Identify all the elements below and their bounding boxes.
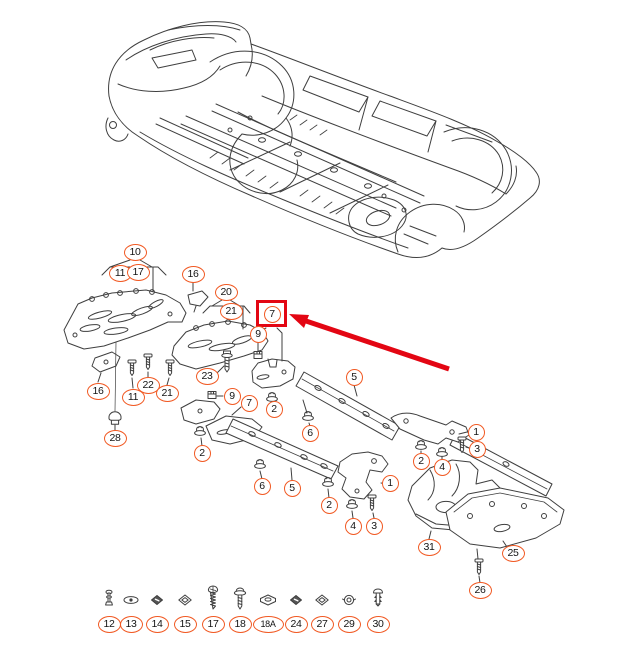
callout-23[interactable]: 23 bbox=[195, 367, 219, 385]
callout-14[interactable]: 14 bbox=[145, 615, 169, 633]
callout-9[interactable]: 9 bbox=[223, 387, 241, 405]
callout-7[interactable]: 7 bbox=[240, 394, 258, 412]
callout-22[interactable]: 22 bbox=[136, 376, 160, 394]
push-pin-rivet-icon bbox=[105, 589, 113, 606]
callout-13[interactable]: 13 bbox=[119, 615, 143, 633]
callout-18[interactable]: 18 bbox=[228, 615, 252, 633]
speed-nut-icon bbox=[260, 594, 276, 606]
callout-9[interactable]: 9 bbox=[249, 325, 267, 343]
callout-7[interactable]: 7 bbox=[263, 305, 281, 323]
expanding-rivet-icon bbox=[373, 588, 383, 607]
callout-31[interactable]: 31 bbox=[417, 538, 441, 556]
part-sill-rail-lower bbox=[225, 418, 339, 480]
clip-icon bbox=[207, 391, 217, 399]
callout-21[interactable]: 21 bbox=[219, 302, 243, 320]
part-bracket-lower bbox=[337, 451, 389, 500]
callout-5[interactable]: 5 bbox=[345, 368, 363, 386]
part-bracket-right bbox=[390, 412, 470, 445]
part-bracket-16 bbox=[187, 290, 209, 313]
part-underbody-trim-7 bbox=[251, 358, 296, 389]
grommet-clip-icon bbox=[342, 594, 356, 606]
coarse-screw-icon bbox=[207, 585, 219, 610]
callout-2[interactable]: 2 bbox=[320, 496, 338, 514]
callout-1[interactable]: 1 bbox=[381, 474, 399, 492]
nut-icon bbox=[346, 499, 358, 509]
car-underbody-wireframe bbox=[105, 21, 540, 258]
callout-25[interactable]: 25 bbox=[501, 544, 525, 562]
callout-5[interactable]: 5 bbox=[283, 479, 301, 497]
callout-16[interactable]: 16 bbox=[181, 265, 205, 283]
callout-26[interactable]: 26 bbox=[468, 581, 492, 599]
callout-17[interactable]: 17 bbox=[201, 615, 225, 633]
screw-icon bbox=[165, 359, 175, 376]
callout-6[interactable]: 6 bbox=[253, 477, 271, 495]
callout-3[interactable]: 3 bbox=[365, 517, 383, 535]
part-underbody-plate-a bbox=[180, 399, 221, 425]
washer-screw-icon bbox=[233, 587, 247, 610]
screw-icon bbox=[367, 494, 377, 511]
nut-icon bbox=[415, 440, 427, 450]
callout-11[interactable]: 11 bbox=[121, 388, 145, 406]
screw-icon bbox=[474, 558, 484, 575]
callout-4[interactable]: 4 bbox=[344, 517, 362, 535]
nut-icon bbox=[194, 426, 206, 436]
clip-dark-icon bbox=[289, 594, 303, 606]
nut-icon bbox=[322, 477, 334, 487]
grommet-cap-icon bbox=[108, 411, 122, 425]
callout-18A[interactable]: 18A bbox=[252, 615, 284, 633]
callout-29[interactable]: 29 bbox=[337, 615, 361, 633]
screw-icon bbox=[127, 359, 137, 376]
highlight-box bbox=[256, 300, 287, 327]
callout-17[interactable]: 17 bbox=[126, 263, 150, 281]
callout-30[interactable]: 30 bbox=[366, 615, 390, 633]
callout-3[interactable]: 3 bbox=[468, 440, 486, 458]
callout-2[interactable]: 2 bbox=[412, 452, 430, 470]
clip-dark-icon bbox=[150, 594, 164, 606]
callout-15[interactable]: 15 bbox=[173, 615, 197, 633]
callout-28[interactable]: 28 bbox=[103, 429, 127, 447]
callout-24[interactable]: 24 bbox=[284, 615, 308, 633]
callout-20[interactable]: 20 bbox=[214, 283, 238, 301]
callout-12[interactable]: 12 bbox=[97, 615, 121, 633]
callout-1[interactable]: 1 bbox=[467, 423, 485, 441]
part-sill-rail-upper bbox=[295, 371, 401, 441]
nut-icon bbox=[266, 392, 278, 402]
callout-4[interactable]: 4 bbox=[433, 458, 451, 476]
flat-washer-icon bbox=[123, 596, 139, 604]
legend-fastener-icons bbox=[105, 585, 383, 610]
callout-16[interactable]: 16 bbox=[86, 382, 110, 400]
part-skid-plate bbox=[445, 487, 565, 549]
callout-27[interactable]: 27 bbox=[310, 615, 334, 633]
part-noise-insulation-left bbox=[63, 288, 187, 350]
callout-2[interactable]: 2 bbox=[193, 444, 211, 462]
nut-icon bbox=[254, 459, 266, 469]
callout-21[interactable]: 21 bbox=[155, 384, 179, 402]
callout-2[interactable]: 2 bbox=[265, 400, 283, 418]
nut-icon bbox=[436, 447, 448, 457]
callout-6[interactable]: 6 bbox=[301, 424, 319, 442]
nut-icon bbox=[302, 411, 314, 421]
clip-open-icon bbox=[315, 594, 329, 606]
clip-open-icon bbox=[178, 594, 192, 606]
screw-icon bbox=[143, 353, 153, 370]
clip-icon bbox=[253, 351, 263, 359]
callout-10[interactable]: 10 bbox=[123, 243, 147, 261]
pointer-arrow bbox=[289, 314, 450, 372]
